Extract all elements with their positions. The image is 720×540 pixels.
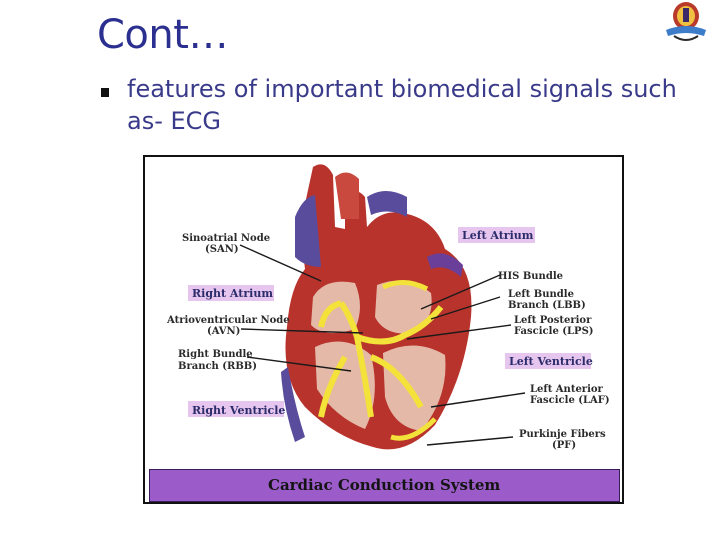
pointer-lines bbox=[239, 244, 526, 446]
label-his: HIS Bundle bbox=[498, 271, 563, 282]
label-pf-abbr: (PF) bbox=[552, 440, 576, 451]
label-laf-2: Fascicle (LAF) bbox=[530, 395, 610, 406]
figure-caption-bar: Cardiac Conduction System bbox=[149, 469, 620, 502]
label-lps-2: Fascicle (LPS) bbox=[514, 326, 594, 337]
label-lbb-2: Branch (LBB) bbox=[508, 300, 586, 311]
institution-logo-icon bbox=[666, 2, 706, 41]
label-san: Sinoatrial Node bbox=[182, 233, 270, 244]
label-lbb: Left Bundle bbox=[508, 289, 574, 300]
label-laf: Left Anterior bbox=[530, 384, 604, 395]
square-bullet-icon bbox=[101, 88, 109, 97]
label-avn: Atrioventricular Node bbox=[166, 315, 290, 326]
bullet-text: features of important biomedical signals… bbox=[127, 75, 677, 135]
label-right-atrium: Right Atrium bbox=[192, 287, 273, 300]
label-san-abbr: (SAN) bbox=[205, 244, 239, 255]
label-avn-abbr: (AVN) bbox=[207, 326, 240, 337]
label-pf: Purkinje Fibers bbox=[519, 429, 606, 440]
cardiac-conduction-figure: Sinoatrial Node (SAN) Left Atrium HIS Bu… bbox=[143, 155, 624, 504]
heart-illustration bbox=[281, 164, 472, 450]
slide-title: Cont… bbox=[97, 12, 228, 58]
label-rbb: Right Bundle bbox=[178, 349, 253, 360]
label-rbb-2: Branch (RBB) bbox=[178, 361, 257, 372]
label-left-atrium: Left Atrium bbox=[462, 229, 534, 242]
label-right-ventricle: Right Ventricle bbox=[192, 404, 285, 417]
label-left-ventricle: Left Ventricle bbox=[509, 355, 593, 368]
label-lps: Left Posterior bbox=[514, 315, 592, 326]
figure-caption: Cardiac Conduction System bbox=[268, 476, 501, 494]
